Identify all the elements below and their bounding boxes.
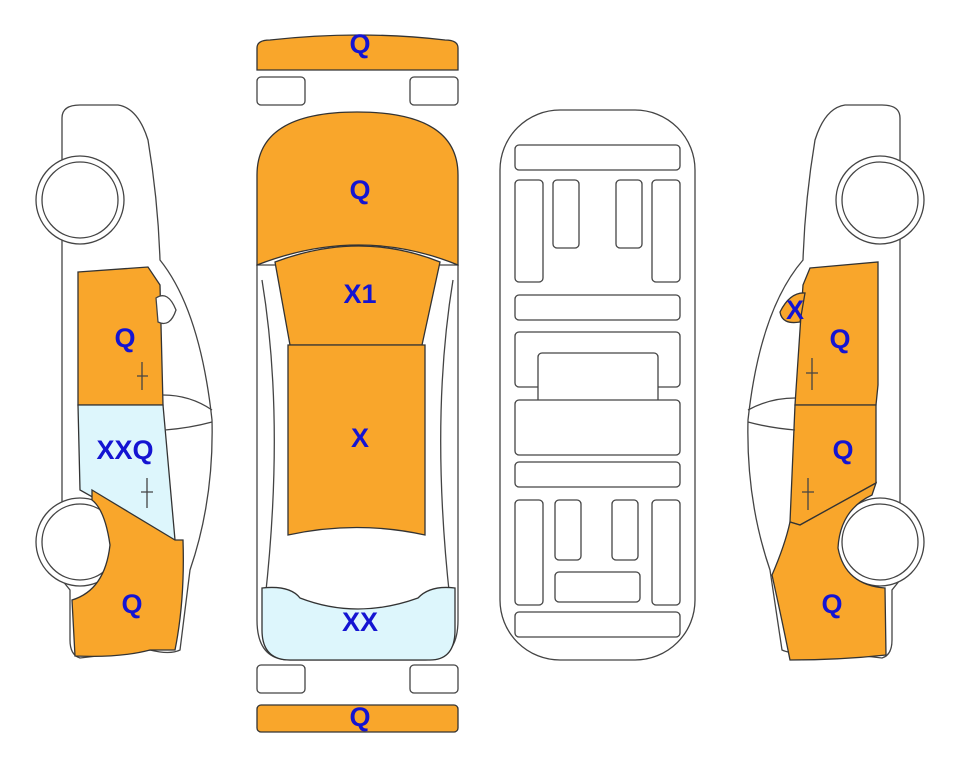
windshield-label: X1 xyxy=(343,279,376,309)
left-rear-fender-label: Q xyxy=(121,589,142,619)
right-side-view: X Q Q Q xyxy=(747,104,925,661)
underbody-view xyxy=(499,109,696,661)
windshield[interactable] xyxy=(274,245,441,346)
left-mirror xyxy=(155,295,177,325)
roof[interactable] xyxy=(287,344,426,536)
left-side-view: Q XXQ Q xyxy=(35,104,213,659)
top-view: Q Q X1 X XX Q xyxy=(256,29,459,733)
right-rear-fender[interactable] xyxy=(771,481,887,661)
front-left-light xyxy=(256,76,306,106)
left-rear-door-label: XXQ xyxy=(96,435,153,465)
right-rear-door-label: Q xyxy=(832,435,853,465)
front-right-light xyxy=(409,76,459,106)
right-rear-fender-label: Q xyxy=(821,589,842,619)
rear-window-label: XX xyxy=(342,607,378,637)
left-front-door-label: Q xyxy=(114,323,135,353)
rear-bumper-label: Q xyxy=(349,702,370,732)
hood-label: Q xyxy=(349,175,370,205)
rear-right-light xyxy=(409,664,459,694)
rear-left-light xyxy=(256,664,306,694)
front-bumper-label: Q xyxy=(349,29,370,59)
front-bumper[interactable] xyxy=(256,34,459,71)
rear-bumper[interactable] xyxy=(256,704,459,733)
right-mirror[interactable] xyxy=(779,292,806,324)
right-mirror-label: X xyxy=(786,295,804,325)
hood[interactable] xyxy=(256,111,459,266)
right-front-wheel xyxy=(835,155,925,245)
rear-window[interactable] xyxy=(261,586,456,661)
left-front-wheel xyxy=(35,155,125,245)
roof-label: X xyxy=(351,423,369,453)
left-rear-fender[interactable] xyxy=(71,488,184,658)
right-front-door-label: Q xyxy=(829,324,850,354)
